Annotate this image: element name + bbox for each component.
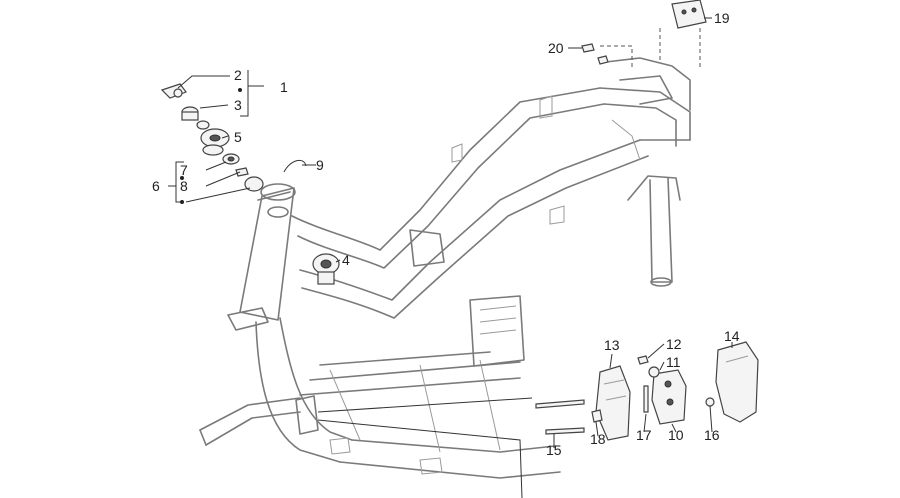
part-12-screw <box>637 355 649 365</box>
part-10-support <box>651 369 687 425</box>
callout-15: 15 <box>546 442 562 458</box>
part-4-lock <box>312 253 340 285</box>
callout-7: 7 <box>180 162 188 178</box>
part-5-bearing-cup <box>200 128 230 156</box>
part-14-cover <box>715 341 759 423</box>
callout-4: 4 <box>342 252 350 268</box>
callout-20: 20 <box>548 40 564 56</box>
zoom-guide <box>317 397 533 498</box>
part-13-guard <box>595 365 631 441</box>
callout-1: 1 <box>280 79 288 95</box>
part-9-spring-clip <box>283 159 307 173</box>
part-3-bushing <box>181 106 210 130</box>
callout-19: 19 <box>714 10 730 26</box>
callout-14: 14 <box>724 328 740 344</box>
callout-17: 17 <box>636 427 652 443</box>
part-6-cap <box>244 176 264 192</box>
part-8-pin <box>235 167 249 177</box>
part-16-washer <box>705 397 715 407</box>
leader-lines <box>168 17 733 448</box>
callout-8: 8 <box>180 178 188 194</box>
part-18-spring <box>591 409 603 423</box>
part-19-bracket <box>671 0 707 29</box>
callout-16: 16 <box>704 427 720 443</box>
scooter-frame <box>199 57 691 479</box>
callout-2: 2 <box>234 67 242 83</box>
callout-5: 5 <box>234 129 242 145</box>
callout-13: 13 <box>604 337 620 353</box>
part-7-washer <box>222 153 240 165</box>
callout-3: 3 <box>234 97 242 113</box>
callout-10: 10 <box>668 427 684 443</box>
part-11-nut <box>648 366 660 378</box>
callout-9: 9 <box>316 157 324 173</box>
part-2-clip <box>160 83 187 99</box>
alignment-line <box>600 45 633 70</box>
part-17-bolt <box>643 385 649 413</box>
callout-11: 11 <box>666 354 681 370</box>
part-15-bolts <box>535 399 585 435</box>
callout-labels: 1 2 3 5 7 6 8 9 4 20 19 13 12 11 14 15 1… <box>152 10 740 458</box>
callout-6: 6 <box>152 178 160 194</box>
callout-12: 12 <box>666 336 682 352</box>
part-20-screw <box>581 43 609 65</box>
callout-18: 18 <box>590 431 606 447</box>
